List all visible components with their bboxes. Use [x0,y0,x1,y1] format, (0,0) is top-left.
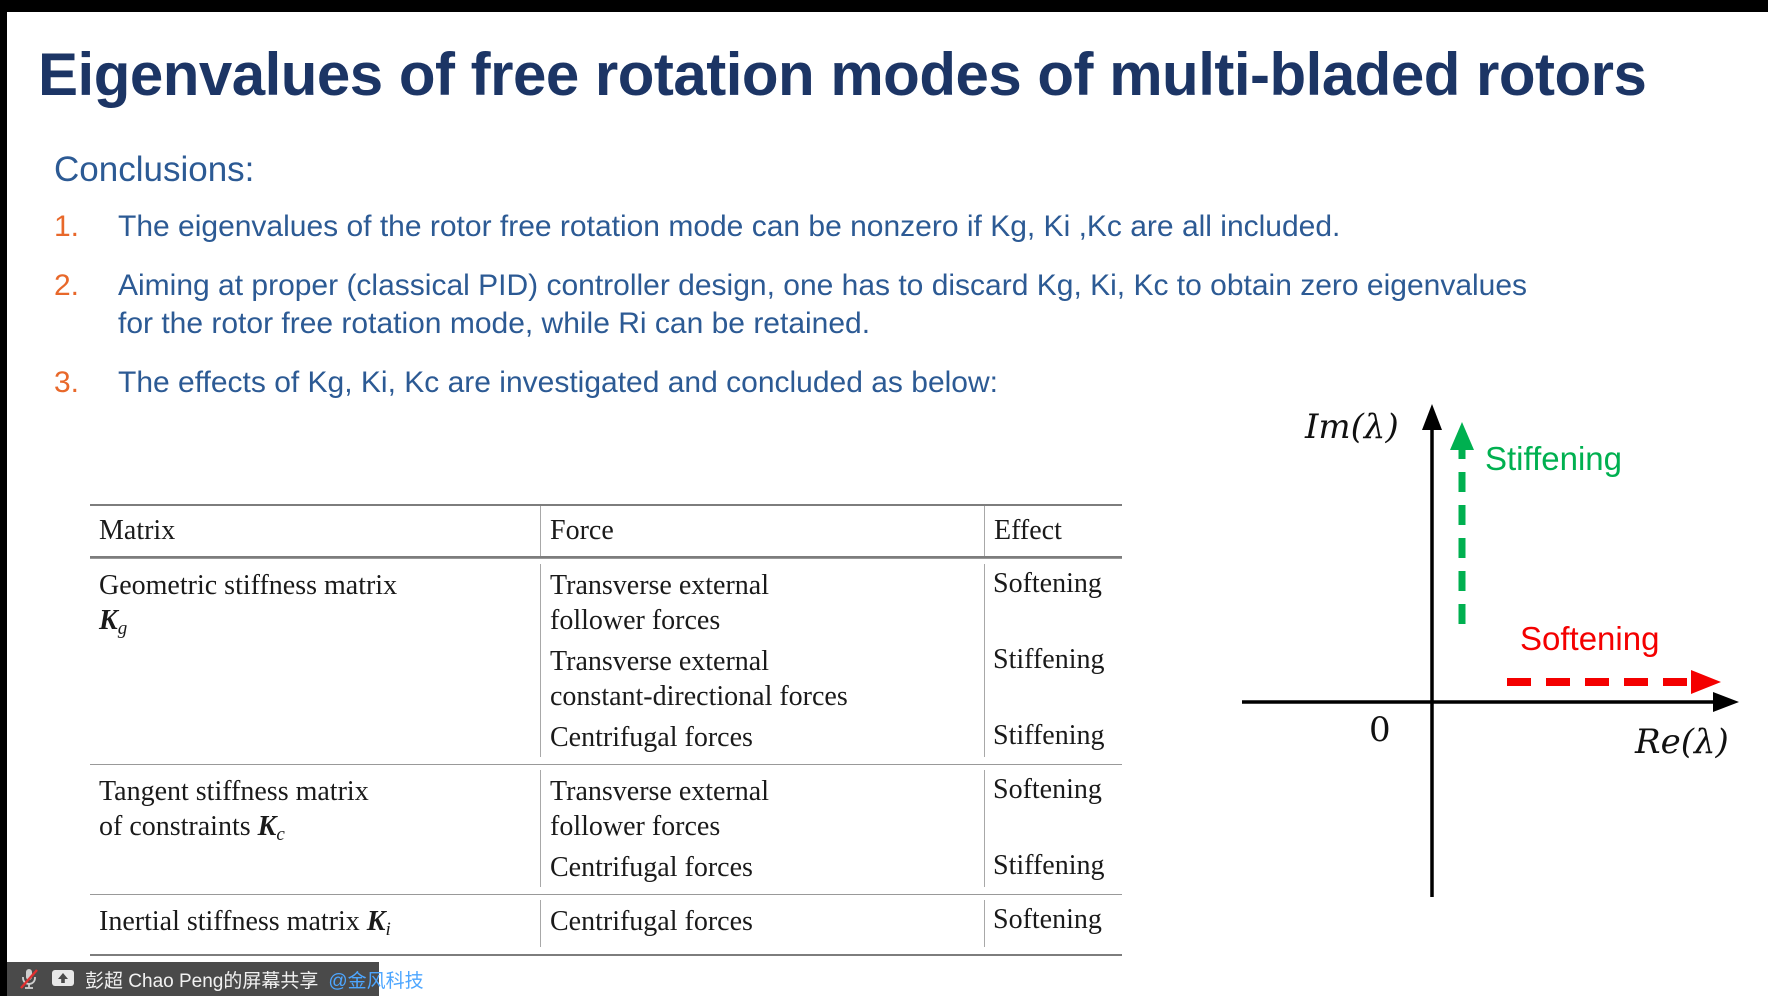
screen-share-icon [51,966,75,992]
force-line: Transverse external [550,570,770,601]
window-top-border [0,0,1768,12]
softening-label: Softening [1520,620,1660,657]
k-symbol: K [99,605,118,636]
effect-cell: Stiffening [984,716,1122,757]
matrix-symbol: Kg [99,603,530,646]
screen-share-toast[interactable]: 彭超 Chao Peng的屏幕共享 @金风科技 [7,962,424,996]
column-header-matrix: Matrix [99,515,176,546]
force-line: Centrifugal forces [550,852,753,883]
force-effect-rows: Transverse external follower forces Soft… [540,770,1122,887]
force-cell: Transverse external follower forces [540,564,984,640]
k-symbol: K [257,811,277,842]
force-line: Transverse external [550,776,770,807]
matrix-name-cont: of constraints [99,811,258,842]
matrix-name: Geometric stiffness matrix [99,570,398,601]
mention-link[interactable]: @金风科技 [328,970,424,992]
re-axis-arrowhead [1713,692,1739,712]
list-number: 1. [54,210,80,243]
table-header-row: Matrix Force Effect [90,506,1122,558]
k-symbol: K [366,906,386,937]
softening-arrowhead [1691,670,1721,694]
conclusions-heading: Conclusions: [54,150,255,189]
table-row: Centrifugal forces Stiffening [540,846,1122,887]
presenter-text: 彭超 Chao Peng的屏幕共享 [85,970,319,992]
origin-label: 0 [1369,710,1391,750]
force-line: constant-directional forces [550,681,848,712]
force-effect-rows: Centrifugal forces Softening [540,900,1122,947]
force-cell: Transverse external constant-directional… [540,640,984,716]
matrix-cell: Geometric stiffness matrix Kg [90,564,540,757]
matrix-name: Inertial stiffness matrix [99,906,367,937]
conclusions-list: 1. The eigenvalues of the rotor free rot… [54,208,1574,423]
column-header-force: Force [540,506,984,556]
table-group-ki: Inertial stiffness matrix Ki Centrifugal… [90,894,1122,954]
re-axis-label: Re(λ) [1635,722,1729,762]
force-line: Centrifugal forces [550,722,753,753]
k-subscript: i [385,918,391,940]
force-line: follower forces [550,605,721,636]
effect-cell: Stiffening [984,640,1122,716]
force-line: Transverse external [550,646,770,677]
force-cell: Centrifugal forces [540,900,984,947]
force-effect-rows: Transverse external follower forces Soft… [540,564,1122,757]
force-line: follower forces [550,811,721,842]
table-row: Transverse external follower forces Soft… [540,564,1122,640]
matrix-cell: Inertial stiffness matrix Ki [90,900,540,947]
list-item-3: 3. The effects of Kg, Ki, Kc are investi… [54,364,1574,402]
list-number: 2. [54,269,80,302]
axis-diagram-canvas [1242,404,1739,897]
list-item-2: 2. Aiming at proper (classical PID) cont… [54,267,1574,343]
effect-cell: Softening [984,564,1122,640]
matrix-symbol: Inertial stiffness matrix Ki [99,904,530,947]
table-group-kc: Tangent stiffness matrix of constraints … [90,764,1122,894]
force-cell: Centrifugal forces [540,716,984,757]
force-line: Centrifugal forces [550,906,753,937]
list-item-1: 1. The eigenvalues of the rotor free rot… [54,208,1574,246]
k-subscript: g [117,617,128,639]
stiffening-label: Stiffening [1485,440,1622,477]
force-cell: Centrifugal forces [540,846,984,887]
results-table: Matrix Force Effect Geometric stiffness … [90,504,1122,956]
list-number: 3. [54,366,80,399]
axis-diagram: Im(λ) Re(λ) 0 Stiffening Softening [1087,392,1767,912]
table-group-kg: Geometric stiffness matrix Kg Transverse… [90,558,1122,764]
im-axis-label: Im(λ) [1305,407,1399,447]
table-row: Transverse external follower forces Soft… [540,770,1122,846]
stiffening-arrowhead [1450,422,1474,450]
list-text: The effects of Kg, Ki, Kc are investigat… [118,366,998,399]
muted-mic-icon [17,966,41,992]
matrix-name: Tangent stiffness matrix [99,776,369,807]
table-row: Centrifugal forces Stiffening [540,716,1122,757]
table-row: Centrifugal forces Softening [540,900,1122,947]
force-cell: Transverse external follower forces [540,770,984,846]
slide-title: Eigenvalues of free rotation modes of mu… [38,41,1647,108]
window-left-border [0,0,7,996]
table-row: Transverse external constant-directional… [540,640,1122,716]
list-text: The eigenvalues of the rotor free rotati… [118,210,1341,243]
matrix-cell: Tangent stiffness matrix of constraints … [90,770,540,887]
list-text: Aiming at proper (classical PID) control… [118,269,1528,340]
effect-cell: Softening [984,770,1122,846]
column-header-effect: Effect [984,506,1122,556]
im-axis-arrowhead [1422,404,1442,430]
matrix-symbol: of constraints Kc [99,809,530,852]
effect-cell: Softening [984,900,1122,947]
k-subscript: c [276,823,285,845]
shared-slide: Eigenvalues of free rotation modes of mu… [7,12,1768,996]
effect-cell: Stiffening [984,846,1122,887]
